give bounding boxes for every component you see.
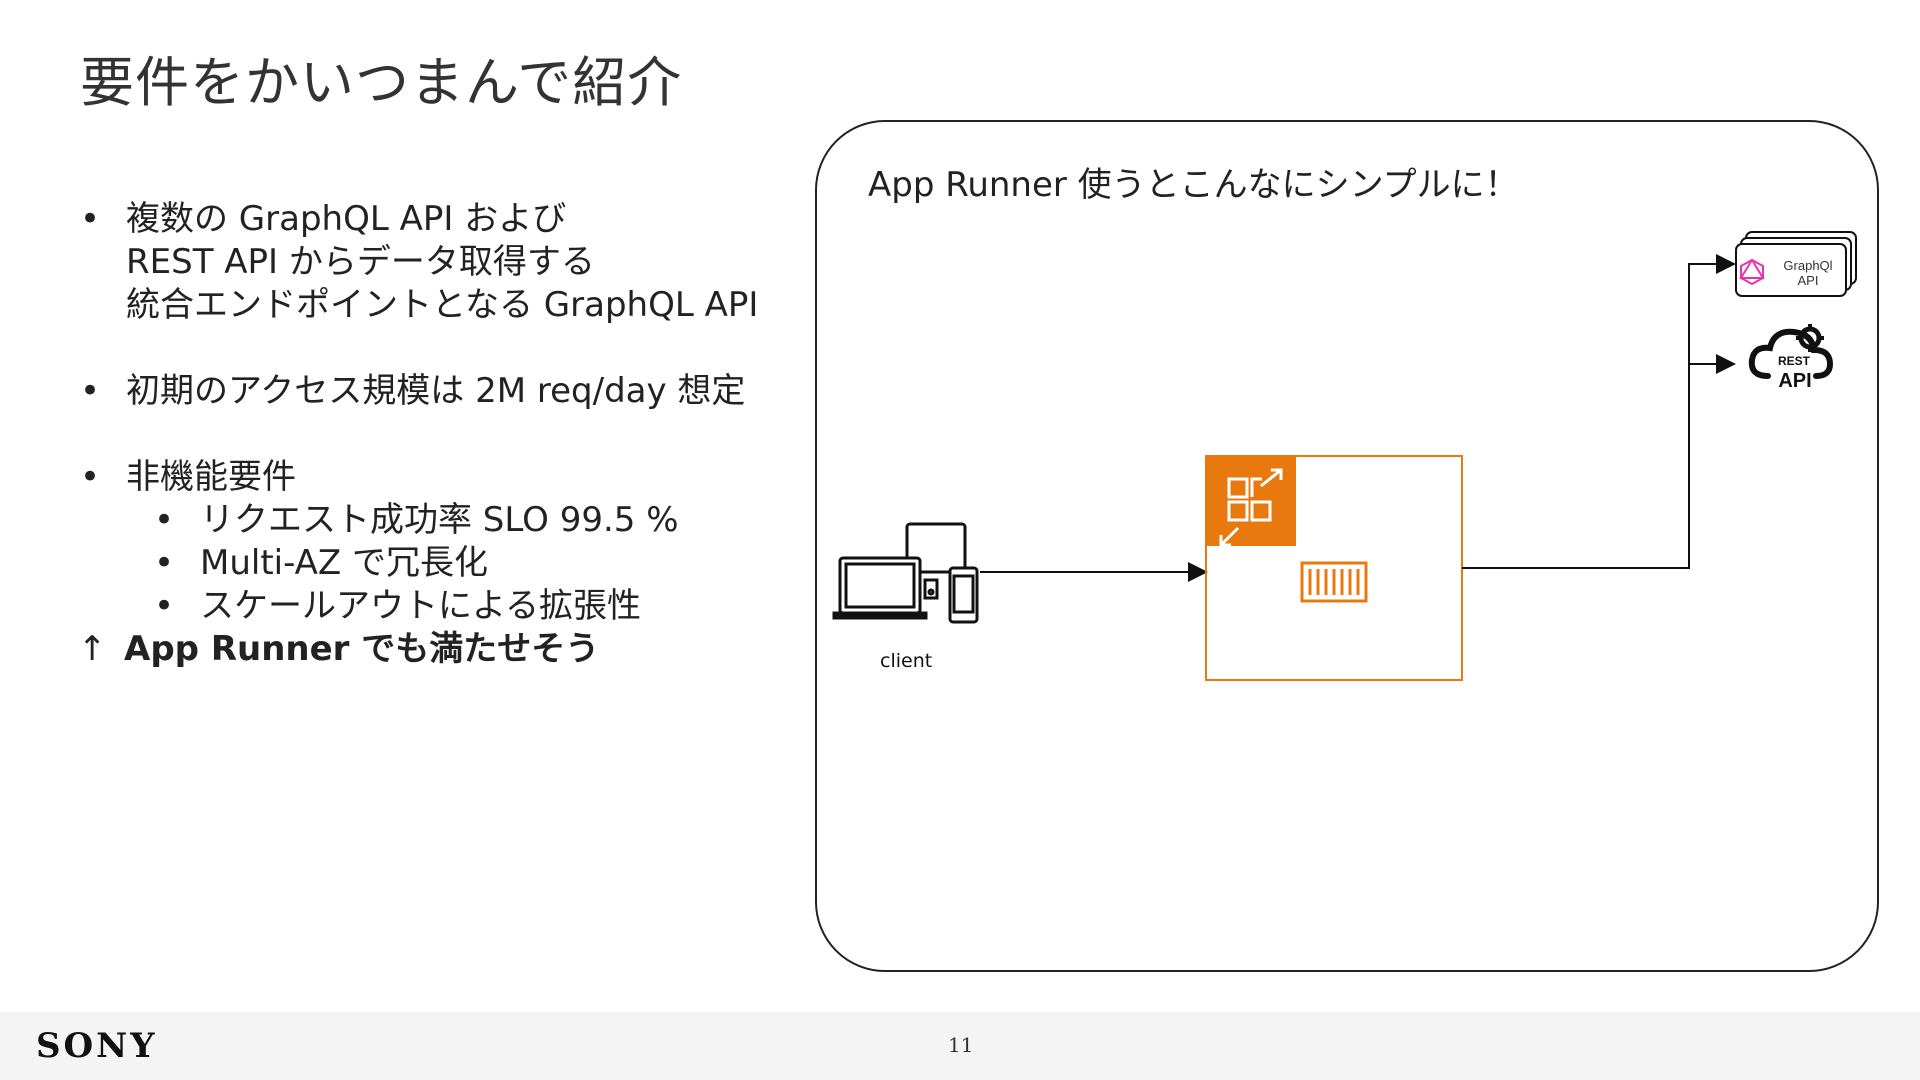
bullet-line: REST API からデータ取得する: [126, 242, 595, 282]
bullet-line: 複数の GraphQL API および: [126, 199, 567, 239]
rest-label-bottom: API: [1778, 370, 1811, 392]
bullet-text: 初期のアクセス規模は 2M req/day 想定: [126, 371, 746, 411]
bullet-line: 統合エンドポイントとなる GraphQL API: [126, 285, 759, 325]
sub-bullet-scale-out: • スケールアウトによる拡張性: [78, 585, 798, 628]
conclusion-text: App Runner でも満たせそう: [124, 629, 600, 669]
architecture-diagram-frame: [815, 120, 1879, 972]
bullet-symbol: •: [80, 199, 101, 239]
up-arrow-icon: ↑: [78, 629, 107, 669]
bullet-text: スケールアウトによる拡張性: [200, 586, 641, 626]
graphql-api-icon: GraphQl API: [1735, 231, 1857, 297]
bullet-item-scale: • 初期のアクセス規模は 2M req/day 想定: [78, 370, 798, 413]
bullet-text: 非機能要件: [126, 457, 296, 497]
graphql-label-top: GraphQl: [1783, 258, 1832, 273]
sub-bullet-slo: • リクエスト成功率 SLO 99.5 %: [78, 499, 798, 542]
client-label: client: [880, 650, 933, 672]
rest-api-icon: REST API: [1748, 324, 1834, 392]
client-devices-icon: [832, 522, 979, 624]
diagram-caption: App Runner 使うとこんなにシンプルに！: [868, 165, 1519, 205]
bullet-symbol: •: [80, 371, 101, 411]
bullet-text: 複数の GraphQL API および REST API からデータ取得する 統…: [126, 198, 758, 327]
bullet-symbol: •: [154, 543, 175, 583]
bullet-symbol: •: [154, 586, 175, 626]
page-number: 11: [948, 1033, 974, 1057]
apprunner-icon: [1206, 456, 1296, 547]
bullet-text: リクエスト成功率 SLO 99.5 %: [200, 500, 679, 540]
sub-bullet-multi-az: • Multi-AZ で冗長化: [78, 542, 798, 585]
slide-title: 要件をかいつまんで紹介: [80, 51, 683, 114]
sony-logo: SONY: [36, 1026, 158, 1066]
bullet-item-nonfunctional: • 非機能要件: [78, 456, 798, 499]
apprunner-to-graphql-arrow: [1462, 254, 1736, 569]
footer-bar: [0, 1012, 1920, 1080]
conclusion-line: ↑ App Runner でも満たせそう: [78, 628, 798, 671]
bullet-text: Multi-AZ で冗長化: [200, 543, 488, 583]
container-icon: [1300, 561, 1368, 603]
gear-icon: [1796, 324, 1824, 352]
bullet-symbol: •: [154, 500, 175, 540]
graphql-label-bottom: API: [1798, 273, 1819, 288]
bullet-symbol: •: [80, 457, 101, 497]
requirements-list: • 複数の GraphQL API および REST API からデータ取得する…: [78, 198, 798, 671]
rest-label-top: REST: [1778, 354, 1811, 368]
bullet-item-endpoint: • 複数の GraphQL API および REST API からデータ取得する…: [78, 198, 798, 327]
